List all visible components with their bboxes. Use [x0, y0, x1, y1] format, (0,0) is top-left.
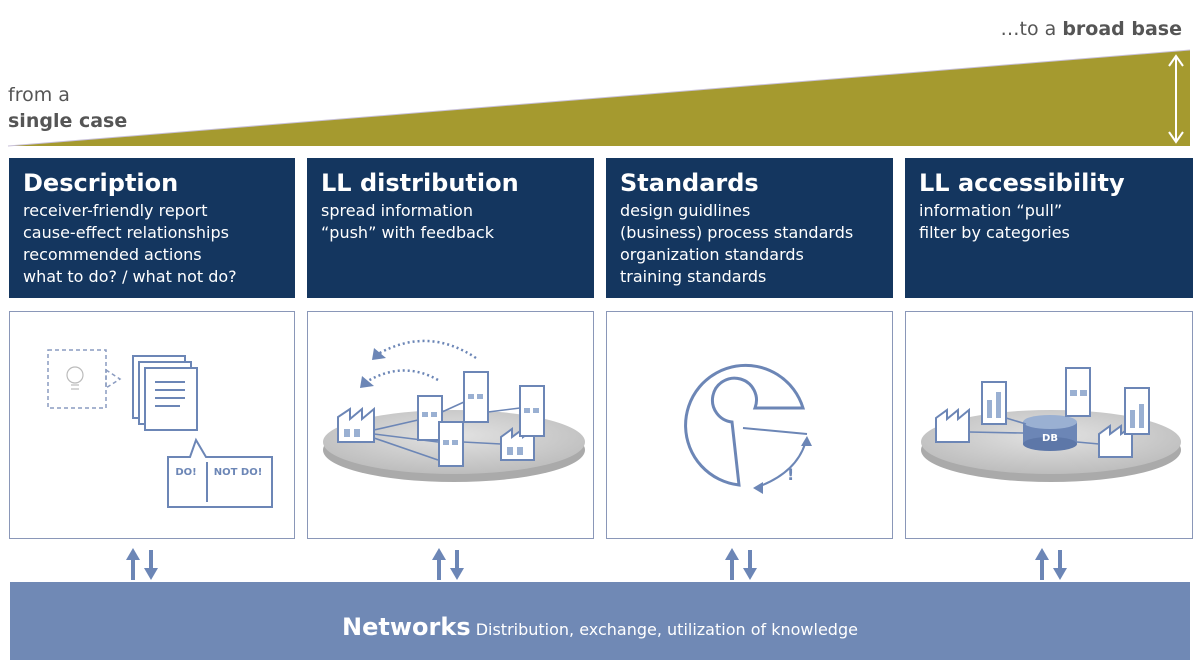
exclamation-mark: ! — [787, 465, 794, 484]
ll-distribution-header: LL distribution spread information “push… — [307, 158, 594, 298]
up-down-arrow-icon — [432, 548, 464, 580]
not-do-label: NOT DO! — [214, 467, 263, 478]
column-title: LL distribution — [321, 169, 519, 197]
distribution-illustration — [307, 311, 594, 539]
up-down-arrow-icon — [126, 548, 158, 580]
single-case-label: from a single case — [8, 84, 128, 132]
lightbulb-icon — [66, 366, 84, 390]
networks-subtitle: Distribution, exchange, utilization of k… — [475, 620, 858, 639]
db-label: DB — [1042, 433, 1058, 444]
standards-header: Standards design guidlines (business) pr… — [606, 158, 893, 298]
building-icon — [981, 367, 1150, 435]
building-icon — [417, 371, 545, 467]
ll-accessibility-header: LL accessibility information “pull” filt… — [905, 158, 1193, 298]
column-title: Description — [23, 169, 179, 197]
factory-icon — [935, 407, 1133, 458]
column-title: Standards — [620, 169, 759, 197]
networks-title: Networks — [342, 613, 471, 641]
speech-bubble-icon — [167, 437, 273, 508]
growth-wedge — [7, 49, 1191, 147]
standards-illustration: ! — [606, 311, 893, 539]
dotted-arrow-icon — [365, 339, 477, 384]
networks-bar: Networks Distribution, exchange, utiliza… — [10, 582, 1190, 660]
database-icon — [1023, 415, 1077, 451]
do-label: DO! — [175, 467, 196, 478]
up-down-arrow-icon — [1035, 548, 1067, 580]
broad-base-label: …to a broad base — [1000, 18, 1182, 40]
cycle-ring-icon — [684, 363, 806, 487]
document-stack-icon — [132, 355, 198, 431]
return-arrow-icon — [742, 427, 808, 489]
column-title: LL accessibility — [919, 169, 1125, 197]
up-down-arrow-icon — [725, 548, 757, 580]
description-illustration: DO! NOT DO! — [9, 311, 295, 539]
description-header: Description receiver-friendly report cau… — [9, 158, 295, 298]
accessibility-illustration: DB — [905, 311, 1193, 539]
double-arrow-icon — [1168, 54, 1184, 144]
